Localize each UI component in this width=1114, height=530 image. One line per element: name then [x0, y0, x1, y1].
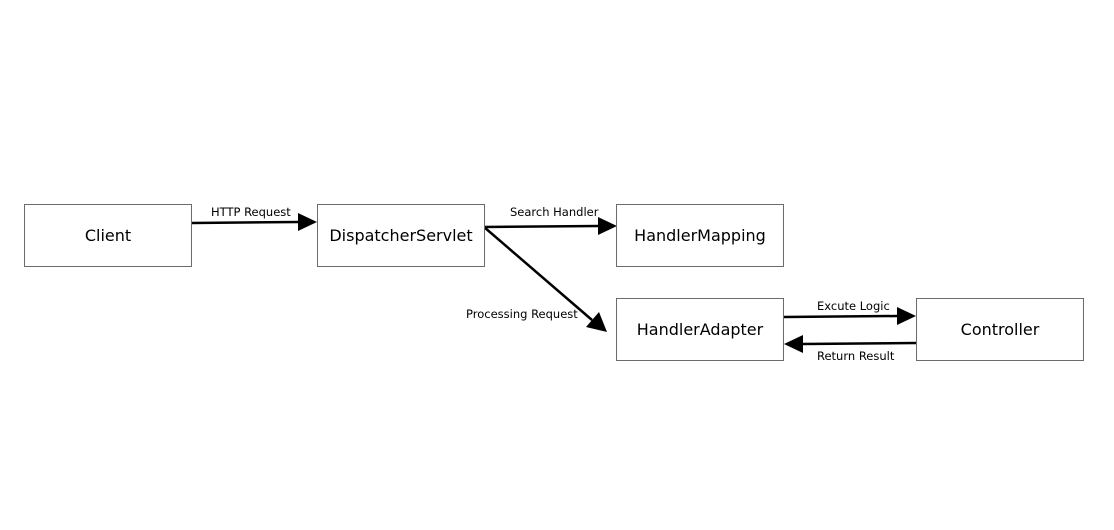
node-dispatcher-servlet-label: DispatcherServlet	[329, 226, 473, 245]
edge-search-handler	[483, 217, 617, 235]
node-handler-adapter-label: HandlerAdapter	[636, 320, 764, 339]
node-client: Client	[24, 204, 192, 267]
edge-return-result	[784, 335, 917, 353]
node-dispatcher-servlet: DispatcherServlet	[317, 204, 485, 267]
label-return-result: Return Result	[817, 349, 895, 363]
label-excute-logic: Excute Logic	[817, 299, 890, 313]
node-handler-adapter: HandlerAdapter	[616, 298, 784, 361]
node-client-label: Client	[84, 226, 132, 245]
edge-processing-request	[483, 226, 607, 332]
node-handler-mapping-label: HandlerMapping	[634, 226, 766, 245]
node-handler-mapping: HandlerMapping	[616, 204, 784, 267]
node-controller-label: Controller	[960, 320, 1040, 339]
edge-excute-logic	[783, 307, 916, 325]
label-processing-request: Processing Request	[466, 307, 578, 321]
label-http-request: HTTP Request	[211, 205, 291, 219]
edge-http-request	[191, 213, 317, 231]
node-controller: Controller	[916, 298, 1084, 361]
label-search-handler: Search Handler	[510, 205, 599, 219]
